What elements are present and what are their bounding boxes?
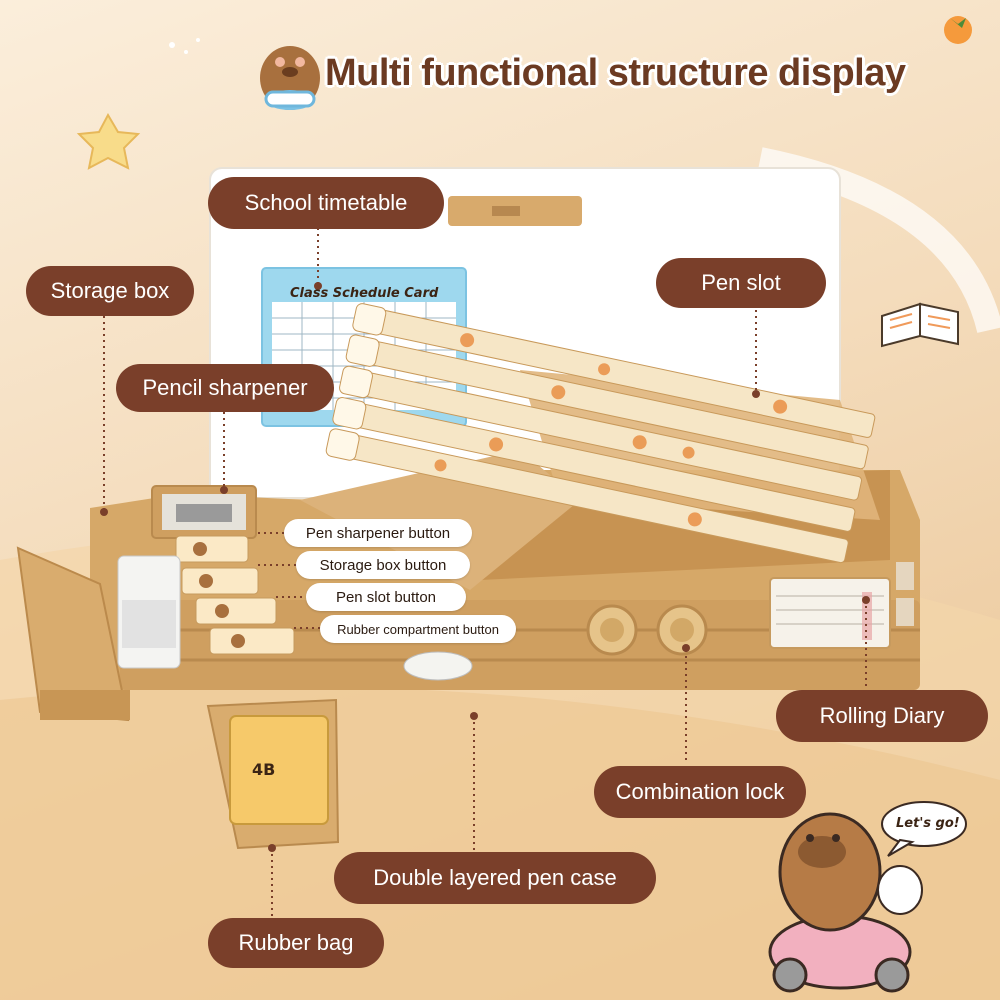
label-rolling-diary: Rolling Diary: [776, 690, 988, 742]
label-storage-box-button: Storage box button: [296, 551, 470, 579]
label-school-timetable: School timetable: [208, 177, 444, 229]
label-pen-slot-button: Pen slot button: [306, 583, 466, 611]
speech-bubble: [881, 801, 967, 857]
pencils-group: [325, 303, 876, 564]
persimmon-icon: [944, 16, 972, 44]
star-icon: [76, 112, 141, 170]
button-stamps: [175, 535, 295, 655]
book-icon: [881, 302, 959, 348]
eraser-label: 4B: [252, 760, 276, 779]
capybara-swimmer-icon: [260, 46, 320, 110]
label-storage-box: Storage box: [26, 266, 194, 316]
label-pen-sharpener-button: Pen sharpener button: [284, 519, 472, 547]
label-rubber-bag: Rubber bag: [208, 918, 384, 968]
speech-text: Let's go!: [896, 816, 960, 831]
label-double-layered-pen-case: Double layered pen case: [334, 852, 656, 904]
page-title: Multi functional structure display: [325, 52, 906, 94]
label-combination-lock: Combination lock: [594, 766, 806, 818]
card-title: Class Schedule Card: [290, 286, 439, 301]
label-rubber-compartment-button: Rubber compartment button: [320, 615, 516, 643]
label-pencil-sharpener: Pencil sharpener: [116, 364, 334, 412]
label-pen-slot: Pen slot: [656, 258, 826, 308]
combination-dials: [586, 604, 708, 656]
capybara-scooter-icon: [768, 812, 923, 993]
